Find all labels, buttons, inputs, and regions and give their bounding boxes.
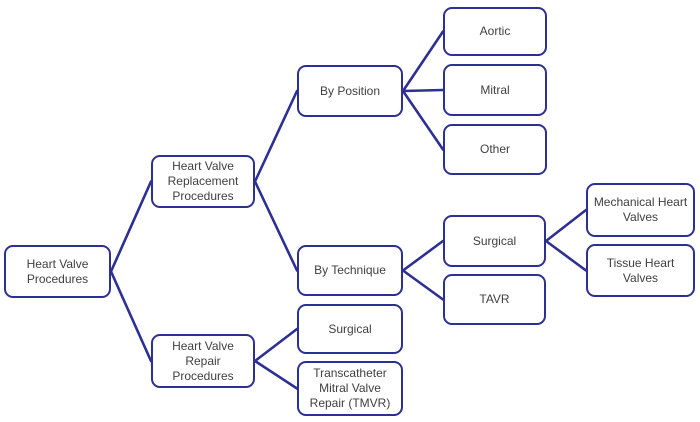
node-tavr: TAVR [443, 274, 546, 325]
node-transcatheter-mitral-valve-repair: Transcatheter Mitral Valve Repair (TMVR) [297, 361, 403, 416]
edge-repair-surgical [253, 327, 299, 363]
node-heart-valve-procedures: Heart Valve Procedures [4, 245, 111, 298]
edge-replacement-by-technique [253, 180, 299, 272]
node-surgical-replacement: Surgical [443, 215, 546, 267]
edge-surgical-mechanical [544, 208, 588, 243]
node-heart-valve-repair-procedures: Heart Valve Repair Procedures [151, 334, 255, 388]
node-other: Other [443, 124, 547, 175]
edge-replacement-by-position [253, 89, 299, 183]
edge-root-repair [109, 270, 153, 363]
edge-by-position-other [401, 89, 445, 151]
edge-surgical-tissue [544, 239, 588, 272]
node-surgical-repair: Surgical [297, 304, 403, 354]
node-aortic: Aortic [443, 7, 547, 56]
node-mitral: Mitral [443, 64, 547, 116]
edge-by-technique-tavr [401, 269, 445, 301]
edge-root-replacement [109, 180, 153, 273]
node-heart-valve-replacement-procedures: Heart Valve Replacement Procedures [151, 155, 255, 208]
edge-repair-tmvr [253, 359, 299, 390]
node-mechanical-heart-valves: Mechanical Heart Valves [586, 183, 695, 237]
node-by-technique: By Technique [297, 245, 403, 296]
node-tissue-heart-valves: Tissue Heart Valves [586, 244, 695, 297]
edge-by-position-aortic [401, 30, 445, 93]
edge-by-position-mitral [401, 88, 445, 93]
node-by-position: By Position [297, 65, 403, 117]
edge-by-technique-surgical [401, 239, 445, 272]
